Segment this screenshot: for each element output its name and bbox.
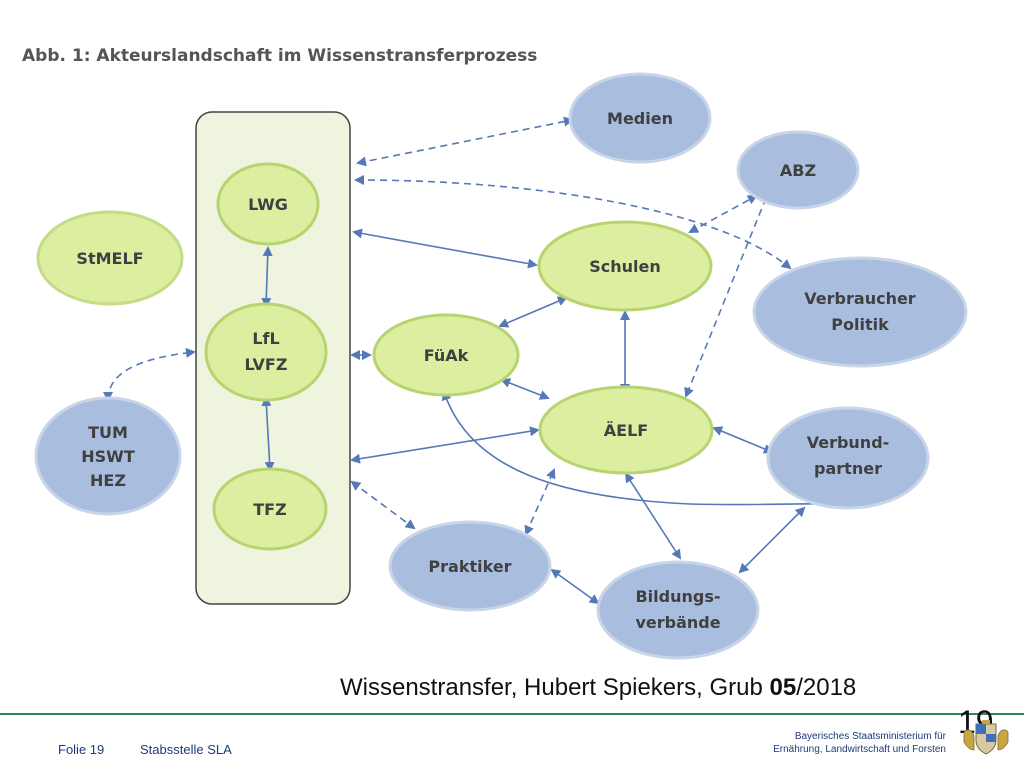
node-verbraucher: Verbraucher Politik — [752, 256, 968, 368]
edge-group-medien — [356, 116, 574, 167]
edge-abz-aelf — [684, 197, 767, 398]
node-tum-label-3: HEZ — [90, 471, 126, 490]
node-stmelf: StMELF — [36, 210, 184, 306]
edge-lwg-lfl — [261, 246, 273, 308]
node-verbund-label-2: partner — [814, 459, 882, 478]
edge-aelf-verbund — [712, 426, 774, 454]
node-medien: Medien — [568, 72, 712, 164]
node-tfz: TFZ — [212, 467, 328, 551]
edge-lfl-tfz — [261, 396, 275, 472]
edge-group-praktiker — [350, 480, 416, 530]
node-lwg: LWG — [216, 162, 320, 246]
edge-fueak-aelf — [500, 378, 550, 400]
slide-caption: Wissenstransfer, Hubert Spiekers, Grub 0… — [340, 674, 856, 702]
slide-label: Folie 19 — [58, 742, 105, 757]
edge-praktiker-bildung — [550, 568, 600, 605]
node-praktiker-label: Praktiker — [428, 557, 511, 576]
edge-schulen-abz — [688, 195, 758, 233]
footer-divider — [0, 713, 1024, 715]
node-bildung-label-2: verbände — [635, 613, 720, 632]
node-bildung-label-1: Bildungs- — [635, 587, 720, 606]
node-abz: ABZ — [736, 130, 860, 210]
node-aelf: ÄELF — [538, 385, 714, 475]
edge-fueak-verbund-curve — [441, 390, 854, 510]
actor-diagram: Abb. 1: Akteurslandschaft im Wissenstran… — [22, 46, 968, 660]
node-lfl-label-2: LVFZ — [245, 355, 288, 374]
node-verbund-label-1: Verbund- — [807, 433, 890, 452]
department-label: Stabsstelle SLA — [140, 742, 232, 757]
node-schulen-label: Schulen — [589, 257, 661, 276]
edge-group-verbraucher — [354, 175, 792, 270]
node-fueak: FüAk — [372, 313, 520, 397]
node-abz-label: ABZ — [780, 161, 816, 180]
node-tum-label-2: HSWT — [81, 447, 135, 466]
ministry-name: Bayerisches Staatsministerium für Ernähr… — [773, 730, 946, 756]
node-verbraucher-label-2: Politik — [831, 315, 889, 334]
node-medien-label: Medien — [607, 109, 673, 128]
node-tum-label-1: TUM — [88, 423, 128, 442]
node-bildung: Bildungs- verbände — [596, 560, 760, 660]
node-tum: TUM HSWT HEZ — [34, 396, 182, 516]
node-lfl: LfL LVFZ — [204, 302, 328, 402]
coat-of-arms-icon — [963, 720, 1009, 755]
edge-group-schulen — [352, 228, 538, 269]
node-stmelf-label: StMELF — [76, 249, 143, 268]
edge-aelf-bildung — [624, 472, 682, 560]
node-lfl-label-1: LfL — [252, 329, 279, 348]
ministry-line-1: Bayerisches Staatsministerium für — [794, 731, 946, 742]
caption-bold: 05 — [769, 674, 797, 701]
edge-group-aelf — [350, 426, 540, 464]
figure-title: Abb. 1: Akteurslandschaft im Wissenstran… — [22, 46, 537, 66]
ministry-line-2: Ernährung, Landwirtschaft und Forsten — [773, 744, 946, 755]
caption-prefix: Wissenstransfer, Hubert Spiekers, Grub — [340, 674, 770, 701]
caption-suffix: /2018 — [796, 674, 857, 701]
node-tfz-label: TFZ — [253, 500, 286, 519]
node-praktiker: Praktiker — [388, 520, 552, 612]
node-fueak-label: FüAk — [424, 346, 469, 365]
edge-tum-lfl — [103, 347, 196, 402]
edge-verbund-bildung — [738, 506, 806, 574]
node-lwg-label: LWG — [248, 195, 288, 214]
dashed-edges — [103, 116, 792, 536]
node-verbraucher-label-1: Verbraucher — [804, 289, 916, 308]
node-schulen: Schulen — [537, 220, 713, 312]
edge-fueak-schulen — [498, 296, 568, 328]
node-aelf-label: ÄELF — [604, 421, 648, 440]
node-verbund: Verbund- partner — [766, 406, 930, 510]
